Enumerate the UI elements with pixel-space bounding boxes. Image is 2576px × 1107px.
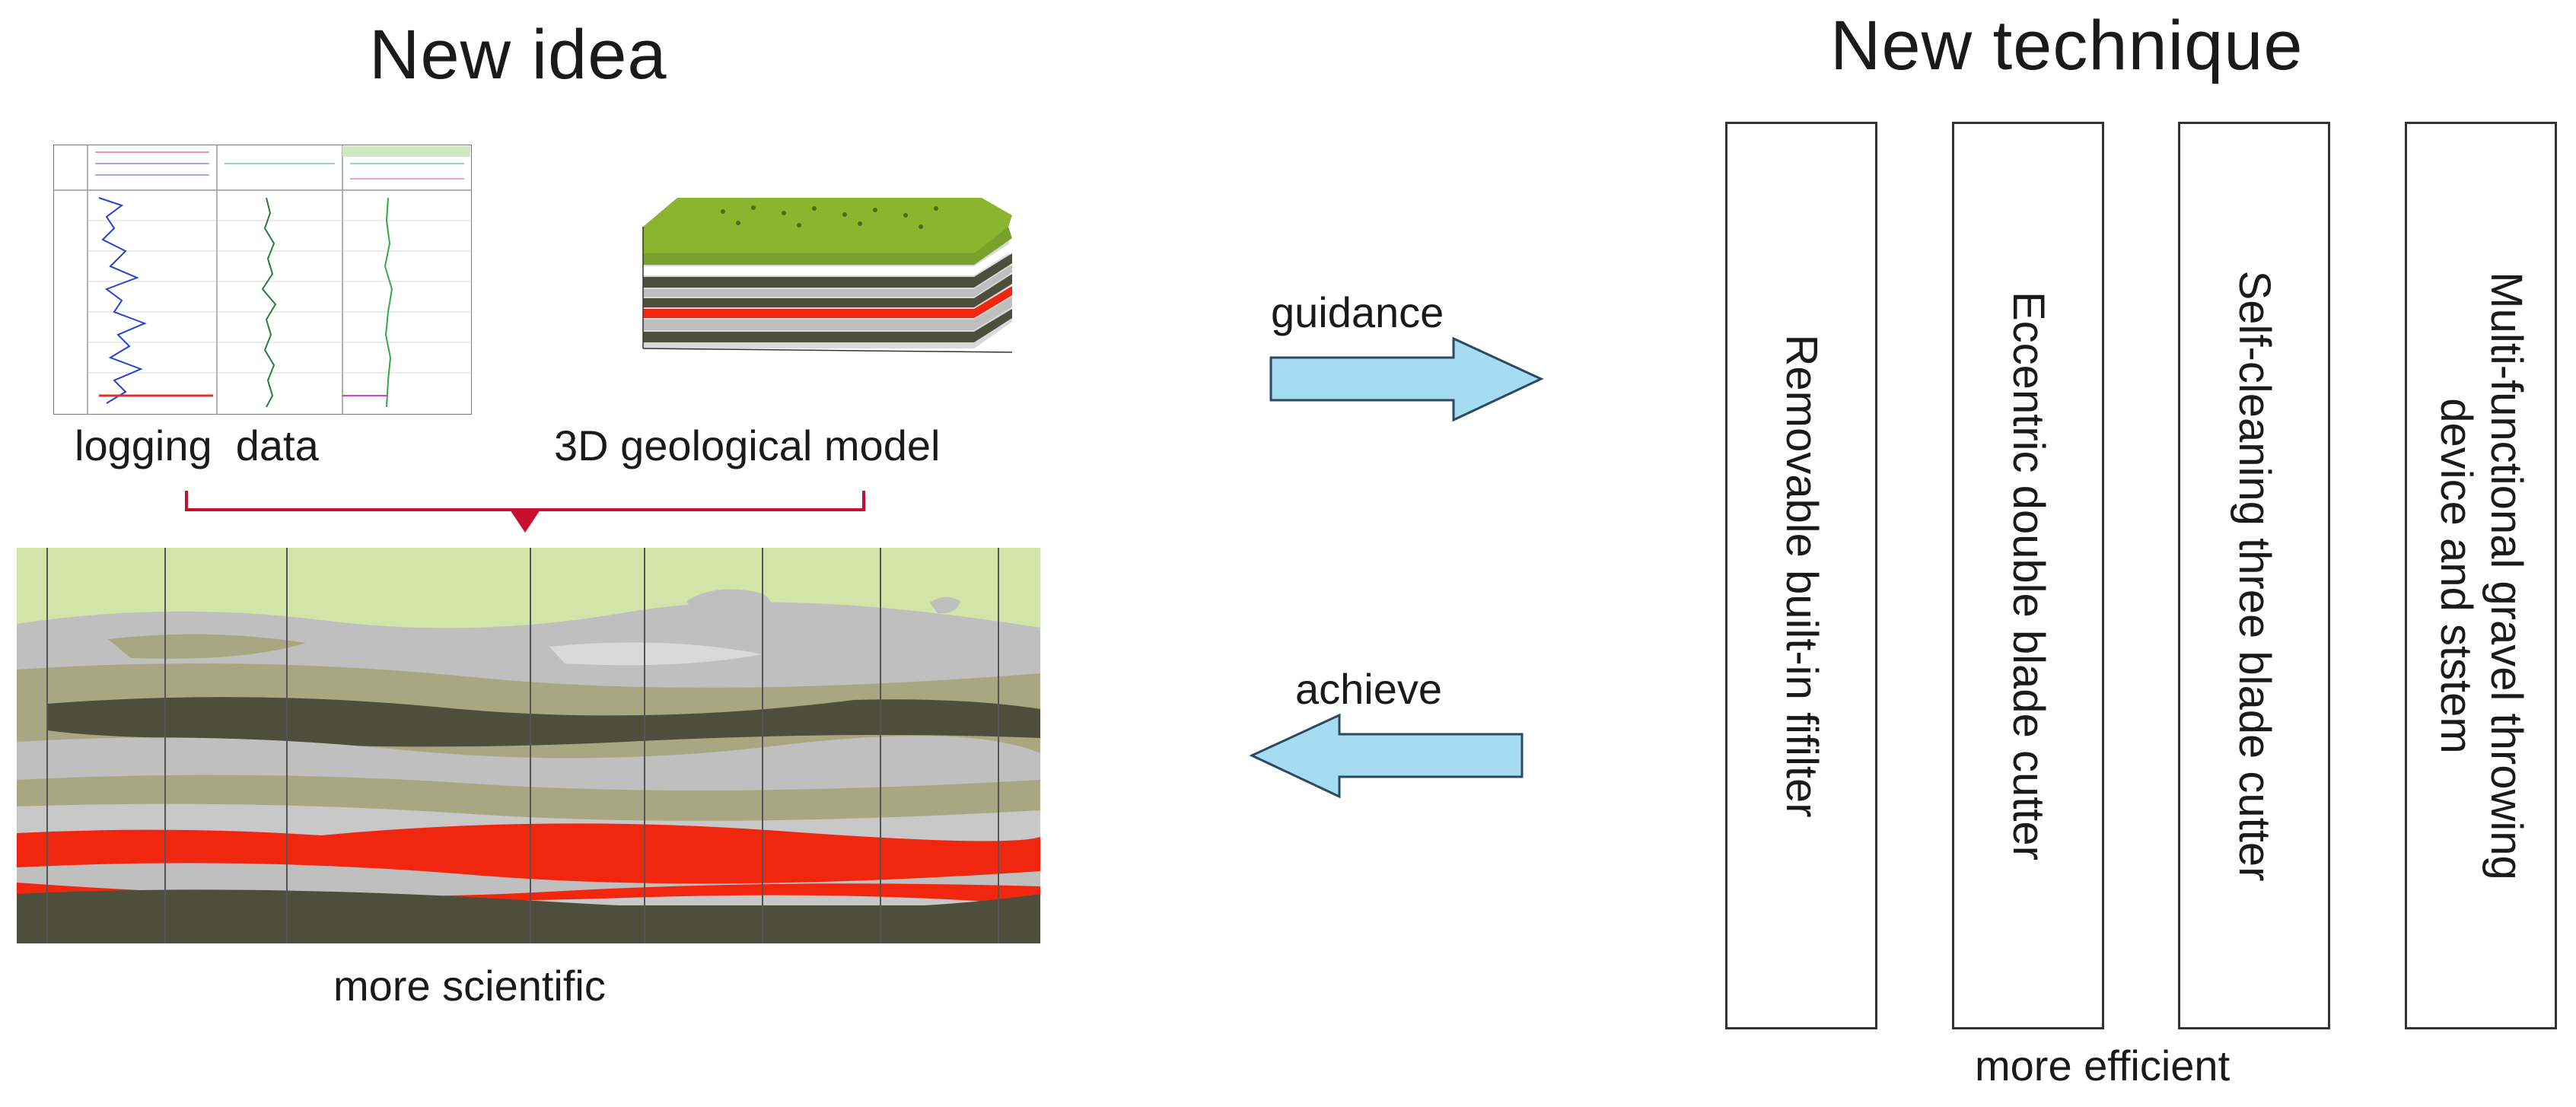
3d-geological-model-label: 3D geological model (554, 421, 941, 469)
technique-label: Removable built-in fifilter (1777, 333, 1826, 818)
technique-box-gravel-throwing-device: Multi-functional gravel throwing device … (2405, 122, 2557, 1029)
guidance-arrow (1269, 336, 1544, 422)
new-idea-title: New idea (369, 16, 667, 94)
technique-box-eccentric-cutter: Eccentric double blade cutter (1952, 122, 2104, 1029)
merge-bracket (185, 491, 865, 533)
technique-box-self-cleaning-cutter: Self-cleaning three blade cutter (2178, 122, 2330, 1029)
technique-label: Self-cleaning three blade cutter (2230, 270, 2279, 881)
achieve-arrow (1249, 713, 1524, 799)
more-efficient-label: more efficient (1975, 1042, 2231, 1090)
new-technique-title: New technique (1830, 7, 2304, 84)
3d-geological-model-image (642, 198, 1013, 353)
geological-cross-section (17, 548, 1040, 943)
technique-label: Multi-functional gravel throwing device … (2431, 272, 2531, 880)
technique-label-line-1: Multi-functional gravel throwing (2482, 271, 2531, 880)
technique-label: Eccentric double blade cutter (2004, 291, 2053, 860)
achieve-label: achieve (1295, 665, 1443, 713)
logging-data-image (53, 145, 472, 415)
more-scientific-label: more scientific (333, 962, 606, 1010)
logging-data-label: logging data (75, 421, 319, 469)
technique-box-removable-filter: Removable built-in fifilter (1725, 122, 1877, 1029)
technique-label-line-2: device and ststem (2431, 397, 2481, 754)
guidance-label: guidance (1271, 288, 1444, 336)
